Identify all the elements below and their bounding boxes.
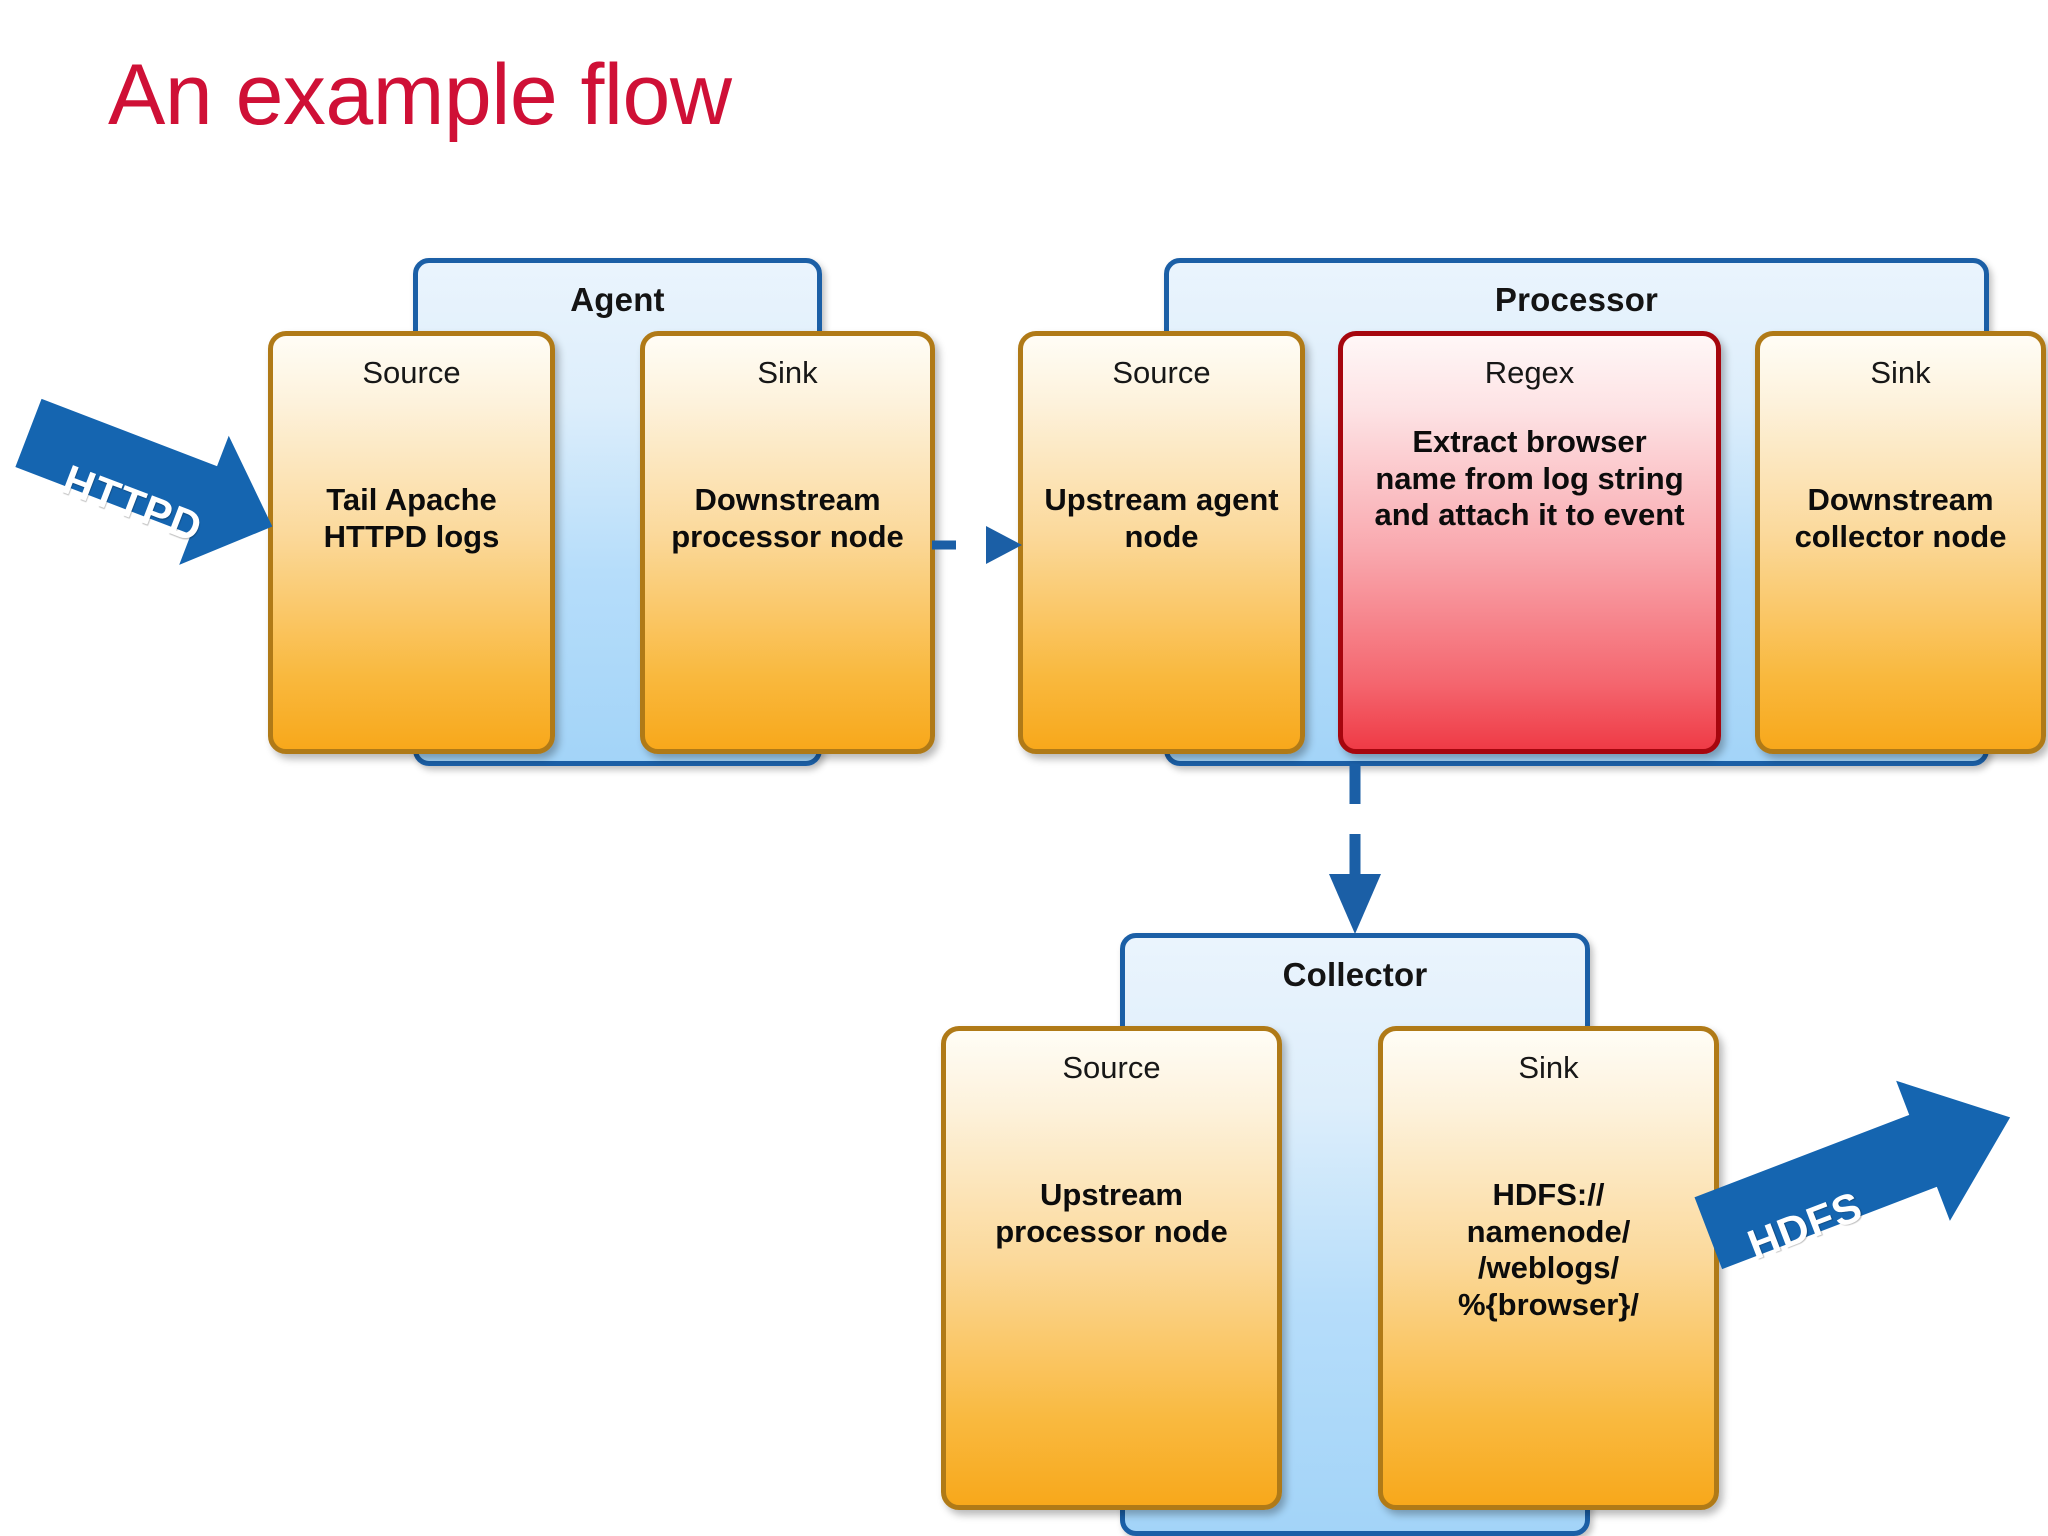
node-collector-source-title: Source: [1062, 1050, 1161, 1085]
node-processor-sink[interactable]: Sink Downstream collector node: [1755, 331, 2046, 754]
node-agent-source-body: Tail Apache HTTPD logs: [323, 482, 500, 554]
httpd-arrow: HTTPD: [10, 396, 290, 576]
node-collector-sink-body: HDFS:// namenode/ /weblogs/ %{browser}/: [1458, 1177, 1639, 1322]
page-title: An example flow: [108, 47, 732, 143]
node-processor-regex[interactable]: Regex Extract browser name from log stri…: [1338, 331, 1721, 754]
connector-processor-to-collector-arrowhead: [1329, 874, 1381, 934]
group-collector-label: Collector: [1282, 956, 1428, 993]
node-processor-source-body: Upstream agent node: [1044, 482, 1279, 554]
node-processor-source[interactable]: Source Upstream agent node: [1018, 331, 1305, 754]
connector-agent-to-processor: [930, 520, 1040, 570]
group-processor-label: Processor: [1494, 281, 1659, 318]
node-agent-source-title: Source: [362, 355, 461, 390]
node-processor-source-title: Source: [1112, 355, 1211, 390]
hdfs-arrow-shape: [1694, 1080, 2011, 1270]
node-agent-sink[interactable]: Sink Downstream processor node: [640, 331, 935, 754]
node-collector-source-body: Upstream processor node: [995, 1177, 1228, 1249]
httpd-arrow-shape: [15, 398, 273, 565]
hdfs-arrow: HDFS: [1690, 1075, 2030, 1275]
node-processor-regex-title: Regex: [1484, 355, 1575, 390]
node-processor-regex-body: Extract browser name from log string and…: [1374, 424, 1685, 533]
group-agent-label: Agent: [570, 281, 665, 318]
node-collector-source[interactable]: Source Upstream processor node: [941, 1026, 1282, 1510]
connector-processor-to-collector: [1325, 762, 1385, 942]
node-collector-sink-title: Sink: [1518, 1050, 1579, 1085]
node-collector-sink[interactable]: Sink HDFS:// namenode/ /weblogs/ %{brows…: [1378, 1026, 1719, 1510]
node-processor-sink-body: Downstream collector node: [1794, 482, 2007, 554]
connector-agent-to-processor-arrowhead: [986, 526, 1022, 564]
node-agent-sink-title: Sink: [757, 355, 818, 390]
node-processor-sink-title: Sink: [1870, 355, 1931, 390]
node-agent-source[interactable]: Source Tail Apache HTTPD logs: [268, 331, 555, 754]
node-agent-sink-body: Downstream processor node: [671, 482, 904, 554]
